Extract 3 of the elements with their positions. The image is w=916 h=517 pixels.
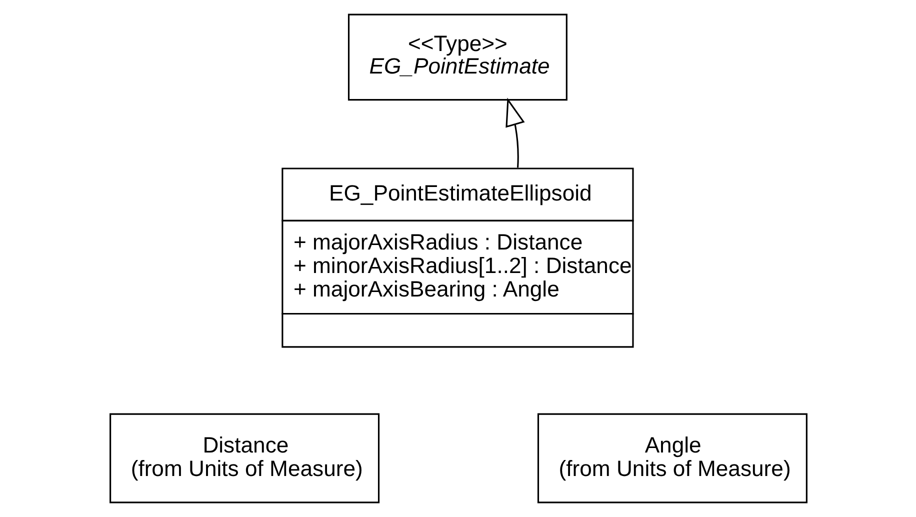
node-box: <<Type>> EG_PointEstimate <box>347 14 567 101</box>
node-box: Distance (from Units of Measure) <box>109 413 380 504</box>
node-box: Angle (from Units of Measure) <box>536 413 807 504</box>
